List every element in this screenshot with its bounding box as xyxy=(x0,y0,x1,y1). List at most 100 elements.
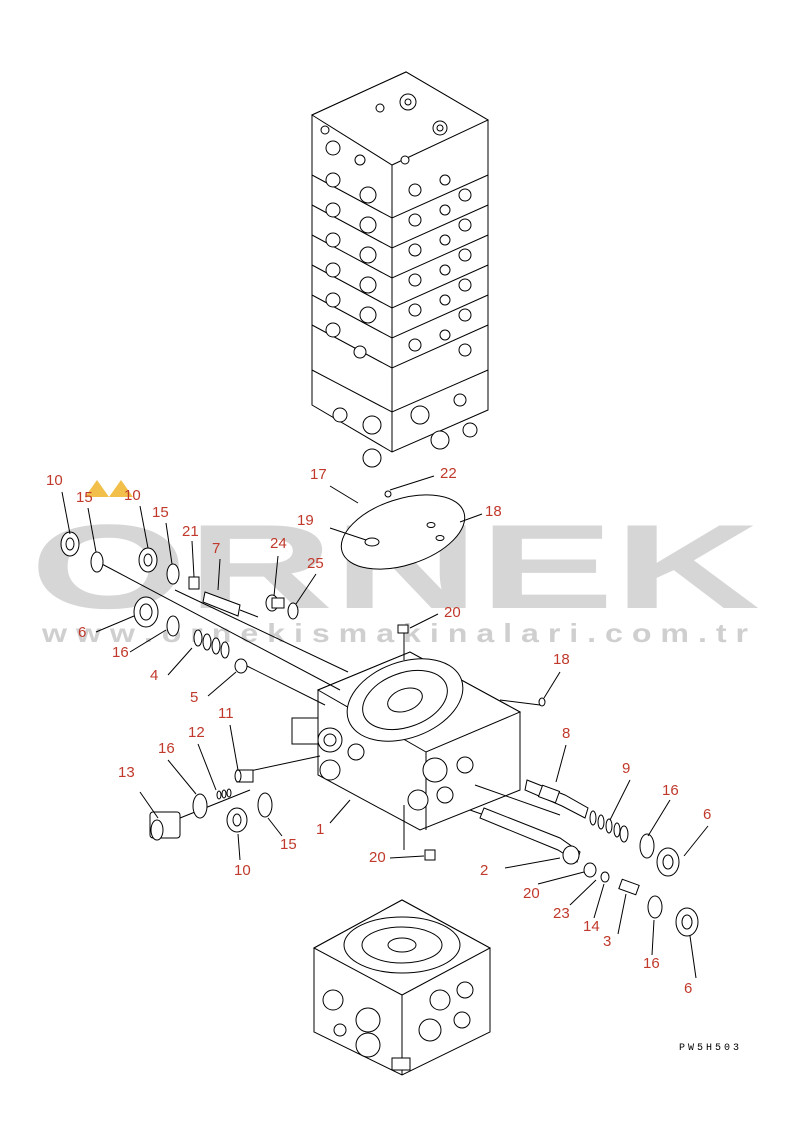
part-label: 15 xyxy=(152,504,169,521)
spool-7 xyxy=(202,591,259,618)
lower-valve-block xyxy=(312,899,492,1076)
leader-line xyxy=(217,558,221,591)
leader-line xyxy=(95,615,135,633)
leader-line xyxy=(593,883,605,919)
leader-line xyxy=(329,799,351,824)
spring-4 xyxy=(193,629,230,659)
o-ring-15-upper xyxy=(90,551,104,573)
part-label: 20 xyxy=(369,849,386,866)
main-valve-block xyxy=(291,651,522,831)
part-label: 17 xyxy=(310,466,327,483)
part-labels: 10 15 10 15 21 7 24 25 6 16 4 5 17 22 18… xyxy=(46,465,711,997)
leader-line xyxy=(389,475,435,491)
leader-line xyxy=(683,825,709,857)
part-label: 16 xyxy=(643,955,660,972)
part-label: 8 xyxy=(562,725,570,742)
part-label: 13 xyxy=(118,764,135,781)
leader-line xyxy=(569,879,597,906)
leader-line xyxy=(689,935,697,979)
part-14 xyxy=(600,871,610,883)
part-label: 25 xyxy=(307,555,324,572)
part-label: 18 xyxy=(485,503,502,520)
part-label: 21 xyxy=(182,523,199,540)
leader-line xyxy=(555,744,567,783)
watermark-url: w w w . o r n e k i s m a k i n a l a r … xyxy=(41,618,748,648)
part-label: 5 xyxy=(190,689,198,706)
part-label: 10 xyxy=(234,862,251,879)
leader-line xyxy=(329,527,367,541)
o-ring-25 xyxy=(287,602,299,620)
leader-line xyxy=(237,833,241,861)
part-label: 6 xyxy=(78,624,86,641)
part-label: 11 xyxy=(218,705,234,722)
part-label: 6 xyxy=(703,806,711,823)
leader-line xyxy=(191,540,195,578)
leader-line xyxy=(459,513,483,523)
plug-6-right-upper xyxy=(656,847,680,877)
check-valve-24 xyxy=(265,594,285,612)
part-label: 16 xyxy=(662,782,679,799)
leader-line xyxy=(229,724,239,771)
leader-line xyxy=(647,799,671,837)
retainer-5 xyxy=(234,658,248,674)
leader-line xyxy=(165,522,173,565)
part-label: 9 xyxy=(622,760,630,777)
part-21 xyxy=(188,576,200,590)
part-label: 22 xyxy=(440,465,457,482)
valve-11 xyxy=(234,769,254,783)
leader-line xyxy=(207,671,237,697)
part-label: 3 xyxy=(603,933,611,950)
part-label: 14 xyxy=(583,918,600,935)
leader-line xyxy=(609,779,631,821)
part-18-lower xyxy=(538,697,546,707)
part-label: 20 xyxy=(444,604,461,621)
spool-2 xyxy=(479,807,581,865)
part-label: 7 xyxy=(212,540,220,557)
o-ring-16-left xyxy=(166,615,180,637)
watermark-logo-mark xyxy=(85,480,133,497)
leader-line xyxy=(197,743,217,791)
o-ring-16-right-upper xyxy=(639,833,655,859)
part-label: 6 xyxy=(684,980,692,997)
spring-12 xyxy=(216,788,232,800)
plug-6-right-lower xyxy=(675,907,699,937)
plug-20-bottom xyxy=(424,849,436,861)
o-ring-15-lower xyxy=(257,792,273,818)
part-label: 16 xyxy=(112,644,129,661)
spool-8 xyxy=(524,779,589,819)
leader-line xyxy=(295,573,317,605)
leader-line xyxy=(409,613,439,629)
leader-line xyxy=(543,671,561,699)
o-ring-16-lower xyxy=(192,793,208,819)
plug-10-second xyxy=(138,547,158,573)
plug-6-left xyxy=(133,596,159,628)
plug-13 xyxy=(149,811,181,841)
leader-line xyxy=(651,919,655,956)
leader-line xyxy=(537,871,585,885)
gasket-plate xyxy=(340,490,466,570)
o-ring-16-right-lower xyxy=(647,895,663,919)
part-label: 12 xyxy=(188,724,205,741)
leader-lines xyxy=(61,475,709,979)
plug-10-lower xyxy=(226,807,248,833)
part-label: 15 xyxy=(280,836,297,853)
poppet-3 xyxy=(618,878,640,896)
part-label: 20 xyxy=(523,885,540,902)
part-label: 2 xyxy=(480,862,488,879)
part-label: 15 xyxy=(76,489,93,506)
part-23 xyxy=(583,862,597,878)
leader-line xyxy=(504,857,561,869)
leader-line xyxy=(167,759,197,795)
plug-20-top xyxy=(397,624,409,634)
part-label: 18 xyxy=(553,651,570,668)
leader-line xyxy=(139,505,149,549)
part-label: 1 xyxy=(316,821,324,838)
part-label: 4 xyxy=(150,667,158,684)
part-label: 23 xyxy=(553,905,570,922)
part-label: 10 xyxy=(46,472,63,489)
leader-line xyxy=(267,817,283,837)
leader-line xyxy=(389,855,425,859)
part-label: 19 xyxy=(297,512,314,529)
